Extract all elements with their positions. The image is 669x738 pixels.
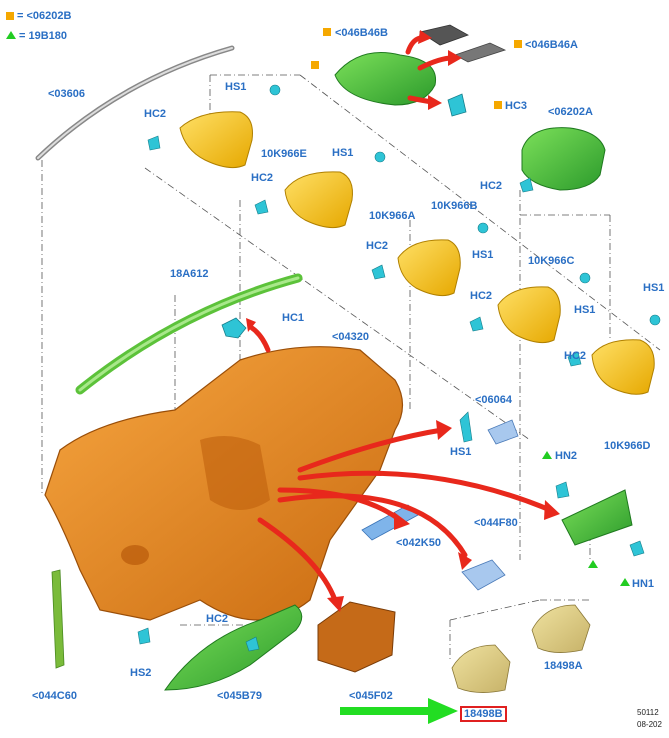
label-044c60: <044C60 xyxy=(32,690,77,702)
label-045b79: <045B79 xyxy=(217,690,262,702)
yellow-bezels xyxy=(179,111,655,395)
construction-lines xyxy=(41,74,661,660)
label-hs2: HS2 xyxy=(130,667,152,679)
label-03606: <03606 xyxy=(48,88,86,100)
cluster-18498b xyxy=(451,644,511,693)
label-10k966c: 10K966C xyxy=(528,255,575,267)
label-045f02: <045F02 xyxy=(349,690,393,702)
legend-square-entry: = <06202B xyxy=(6,10,71,22)
square-marker-icon xyxy=(6,12,14,20)
label-hs1-d: HS1 xyxy=(574,304,596,316)
label-hs1-a: HS1 xyxy=(225,81,247,93)
square-marker-icon xyxy=(494,101,502,109)
red-arrow-heads xyxy=(246,30,560,612)
label-hs1-b: HS1 xyxy=(332,147,354,159)
label-10k966e: 10K966E xyxy=(261,148,307,160)
box-045f02 xyxy=(317,601,396,673)
label-18a612: 18A612 xyxy=(170,268,209,280)
legend-triangle-entry: = 19B180 xyxy=(6,30,67,42)
label-046b46a: <046B46A xyxy=(525,39,578,51)
label-hc2-d: HC2 xyxy=(480,180,503,192)
label-10k966a: 10K966A xyxy=(369,210,416,222)
cluster-18498a xyxy=(531,604,591,653)
green-arrow-18498b xyxy=(340,698,458,724)
label-hc2-c: HC2 xyxy=(366,240,389,252)
legend-square-label: = <06202B xyxy=(17,10,72,22)
bracket-06064 xyxy=(487,419,519,445)
corner-id-line1: 50112 xyxy=(637,708,659,717)
label-hc2-b: HC2 xyxy=(251,172,274,184)
red-arrows xyxy=(249,35,553,603)
label-10k966d: 10K966D xyxy=(604,440,651,452)
triangle-marker-icon xyxy=(6,31,16,39)
label-10k966b: 10K966B xyxy=(431,200,478,212)
glovebox-06202a xyxy=(521,127,606,191)
panel-045b79 xyxy=(164,604,303,691)
square-marker-icon xyxy=(323,28,331,36)
cover-046b46a xyxy=(454,42,507,63)
label-hc2-e: HC2 xyxy=(470,290,493,302)
label-18498b-highlighted: 18498B xyxy=(460,706,507,722)
airbag-module-part xyxy=(334,52,437,106)
legend-triangle-label: = 19B180 xyxy=(19,30,68,42)
trim-044c60 xyxy=(51,569,65,669)
square-marker-icon xyxy=(514,40,522,48)
label-hn2: HN2 xyxy=(555,450,578,462)
label-hn1: HN1 xyxy=(632,578,655,590)
triangle-marker-icon xyxy=(588,560,598,568)
label-042k50: <042K50 xyxy=(396,537,441,549)
label-hs1-e: HS1 xyxy=(643,282,665,294)
label-hc3: HC3 xyxy=(505,100,528,112)
label-18498a: 18498A xyxy=(544,660,583,672)
label-hc2-g: HC2 xyxy=(206,613,229,625)
bracket-044f80 xyxy=(461,559,506,591)
triangle-marker-icon xyxy=(542,451,552,459)
cover-046b46b xyxy=(418,24,469,46)
label-044f80: <044F80 xyxy=(474,517,518,529)
label-06064: <06064 xyxy=(475,394,513,406)
label-hs1-c: HS1 xyxy=(472,249,494,261)
clip-hc3 xyxy=(447,93,467,117)
label-06202a: <06202A xyxy=(548,106,593,118)
module-hn xyxy=(561,489,633,546)
label-hc2-f: HC2 xyxy=(564,350,587,362)
clip-hc1 xyxy=(221,317,247,339)
label-04320: <04320 xyxy=(332,331,370,343)
square-marker-icon xyxy=(311,61,319,69)
label-046b46b: <046B46B xyxy=(335,27,388,39)
corner-id-line2: 08-202 xyxy=(637,720,662,729)
label-hs1-f: HS1 xyxy=(450,446,472,458)
label-hc1: HC1 xyxy=(282,312,305,324)
cyan-clips xyxy=(137,84,661,652)
triangle-marker-icon xyxy=(620,578,630,586)
label-hc2-a: HC2 xyxy=(144,108,167,120)
